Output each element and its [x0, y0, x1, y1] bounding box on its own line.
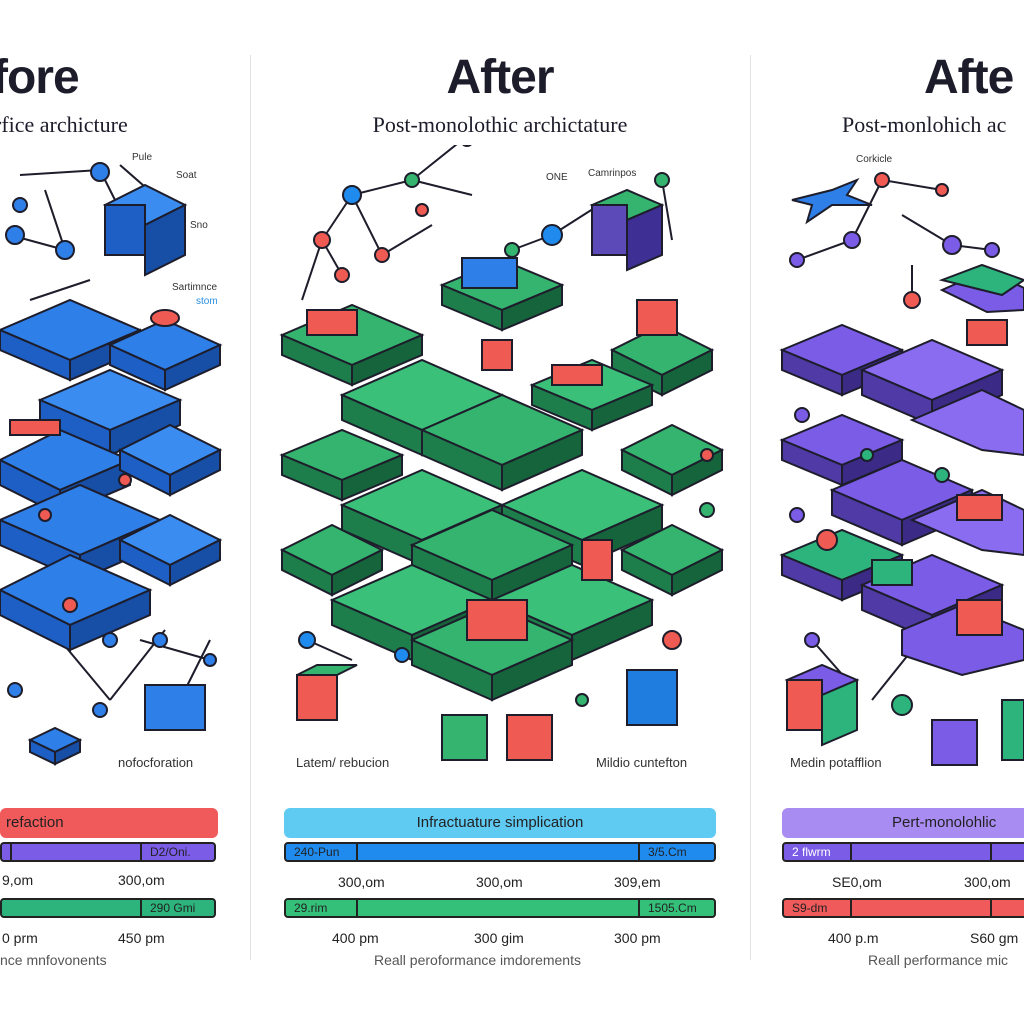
label-stom: stom	[196, 296, 218, 307]
panel-subtitle: Post-monlohich ac	[842, 112, 1007, 137]
tick	[850, 900, 852, 916]
axis-label: 9,om	[2, 872, 34, 888]
panel-title: fore	[0, 51, 80, 104]
caption-median: Medin potafflion	[790, 755, 882, 770]
architecture-illustration-blue	[0, 162, 223, 766]
bar-header-after: Infractuature simplication	[284, 808, 716, 838]
metric-bar-2: 29.rim 1505.Cm	[284, 898, 716, 918]
label-one: ONE	[546, 172, 568, 183]
bar-header-before: refaction	[0, 808, 218, 838]
bar-header-after-purple: Pert-monolohlic	[782, 808, 1024, 838]
tick	[356, 900, 358, 916]
architecture-illustration-green	[279, 145, 725, 761]
metric-label: D2/Oni.	[150, 845, 191, 859]
panel-after-green: After Post-monolothic archictature Camri…	[252, 0, 748, 1024]
caption-multicloud: Mildio cuntefton	[596, 755, 688, 770]
panel-after-purple: Afte Post-monlohich ac Corkicle	[752, 0, 1024, 1024]
label-sno: Sno	[190, 220, 208, 231]
caption-latency: Latem/ rebucion	[296, 755, 390, 770]
axis-label: 300,om	[964, 874, 1011, 890]
axis-label: 0 prm	[2, 930, 38, 946]
axis-label: 300 pm	[614, 930, 661, 946]
panel-title: Afte	[924, 51, 1014, 104]
axis-label: 400 pm	[332, 930, 379, 946]
metric-label: 3/5.Cm	[648, 845, 687, 859]
metric-label: 29.rim	[294, 901, 328, 915]
metric-label: S9-dm	[792, 901, 828, 915]
metric-bar-1: 2 flwrm	[782, 842, 1024, 862]
label-soat: Soat	[176, 170, 197, 181]
tick	[638, 900, 640, 916]
label-camrinpos: Camrinpos	[588, 168, 637, 179]
axis-label: 450 pm	[118, 930, 165, 946]
tick	[140, 844, 142, 860]
tick	[356, 844, 358, 860]
panel-subtitle: Post-monolothic archictature	[372, 112, 628, 137]
metric-label: 2 flwrm	[792, 845, 831, 859]
axis-label: 400 p.m	[828, 930, 879, 946]
metric-bar-2: S9-dm	[782, 898, 1024, 918]
footer-before: nce mnfovonents	[0, 952, 107, 968]
tick	[140, 900, 142, 916]
axis-label: SE0,om	[832, 874, 882, 890]
tick	[638, 844, 640, 860]
metric-label: 240-Pun	[294, 845, 340, 859]
metric-bar-1: D2/Oni.	[0, 842, 216, 862]
axis-label: 309,em	[614, 874, 661, 890]
metric-label: 1505.Cm	[648, 901, 697, 915]
axis-label: S60 gm	[970, 930, 1019, 946]
panel-before: fore rfice archicture Pule Soat Sno Sart…	[0, 0, 248, 1024]
panel-subtitle: rfice archicture	[0, 112, 128, 137]
architecture-illustration-purple	[779, 172, 1024, 766]
label-pule: Pule	[132, 152, 153, 163]
divider	[750, 55, 751, 960]
footer-after: Reall peroformance imdorements	[374, 952, 581, 968]
label-corkicle: Corkicle	[856, 154, 893, 165]
tick	[10, 844, 12, 860]
metric-bar-2: 290 Gmi	[0, 898, 216, 918]
tick	[850, 844, 852, 860]
axis-label: 300 gim	[474, 930, 524, 946]
panel-title: After	[446, 51, 554, 104]
label-sartimnce: Sartimnce	[172, 282, 218, 293]
footer-after-purple: Reall performance mic	[868, 952, 1009, 968]
tick	[990, 844, 992, 860]
axis-label: 300,om	[118, 872, 165, 888]
metric-label: 290 Gmi	[150, 901, 196, 915]
axis-label: 300,om	[476, 874, 523, 890]
caption-before: nofocforation	[118, 755, 194, 770]
metric-bar-1: 240-Pun 3/5.Cm	[284, 842, 716, 862]
axis-label: 300,om	[338, 874, 385, 890]
tick	[990, 900, 992, 916]
divider	[250, 55, 251, 960]
